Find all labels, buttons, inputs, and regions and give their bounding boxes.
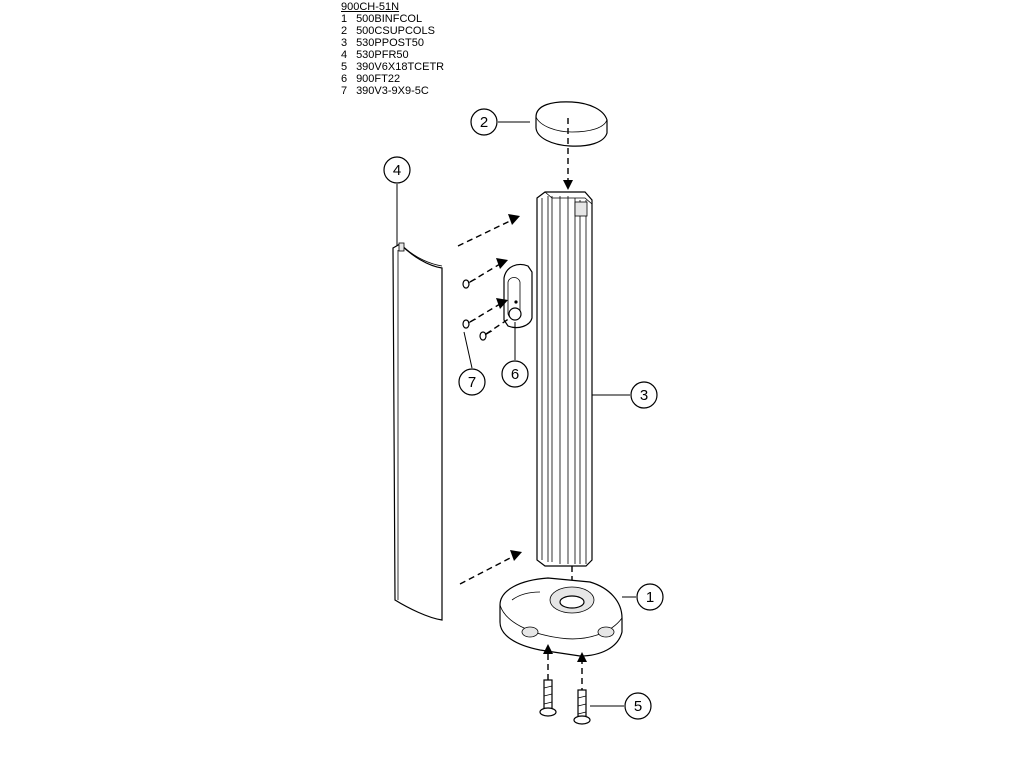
callout-5: 5	[590, 692, 652, 720]
arrow-head	[577, 652, 587, 662]
part-code: 500CSUPCOLS	[356, 25, 435, 37]
arrow-head	[508, 214, 520, 225]
callout-6-number: 6	[511, 366, 519, 383]
callout-6: 6	[501, 322, 529, 388]
parts-list-row: 4 530PFR50	[341, 49, 444, 61]
small-screw-upper	[462, 278, 477, 289]
callout-1: 1	[622, 583, 664, 611]
arrow-head	[543, 644, 553, 654]
parts-list-row: 2 500CSUPCOLS	[341, 25, 444, 37]
arrow-screw-to-clip-lower	[485, 317, 511, 335]
callout-3-number: 3	[640, 387, 648, 404]
part-number: 2	[341, 25, 348, 37]
small-screw-middle	[462, 318, 477, 329]
callout-1-number: 1	[646, 589, 654, 606]
part-code: 900FT22	[356, 73, 401, 85]
callout-7: 7	[458, 331, 486, 396]
arrow-head	[563, 180, 573, 190]
arrow-head	[496, 298, 508, 309]
callout-2: 2	[470, 108, 530, 136]
part-number: 5	[341, 61, 348, 73]
parts-list-row: 7 390V3-9X9-5C	[341, 85, 444, 97]
small-screw-lower	[479, 330, 493, 341]
top-cap-part	[535, 101, 608, 147]
front-cover-part	[392, 242, 443, 621]
callout-5-number: 5	[634, 698, 642, 715]
base-part	[499, 577, 623, 657]
part-number: 7	[341, 85, 348, 97]
arrow-screw-to-clip-upper	[469, 263, 501, 283]
parts-list-row: 6 900FT22	[341, 73, 444, 85]
parts-list-row: 5 390V6X18TCETR	[341, 61, 444, 73]
part-code: 530PFR50	[356, 49, 409, 61]
arrow-head	[510, 550, 522, 561]
fixing-clip-part	[503, 263, 533, 329]
callout-3: 3	[592, 381, 658, 409]
callout-7-number: 7	[468, 374, 476, 391]
long-screw-right	[573, 689, 591, 725]
part-number: 1	[341, 13, 348, 25]
parts-list-row: 3 530PPOST50	[341, 37, 444, 49]
arrow-head	[496, 258, 508, 269]
part-number: 3	[341, 37, 348, 49]
part-number: 6	[341, 73, 348, 85]
arrow-cover-top	[457, 219, 513, 247]
part-code: 390V3-9X9-5C	[356, 85, 429, 97]
part-code: 530PPOST50	[356, 37, 424, 49]
post-profile-part	[536, 191, 593, 567]
callout-4: 4	[383, 156, 411, 246]
part-code: 500BINFCOL	[356, 13, 423, 25]
long-screw-left	[539, 679, 557, 717]
part-code: 390V6X18TCETR	[356, 61, 445, 73]
part-number: 4	[341, 49, 348, 61]
arrow-screw-to-clip-middle	[469, 303, 501, 323]
callout-4-number: 4	[393, 162, 401, 179]
parts-list-title: 900CH-51N	[341, 1, 400, 13]
parts-list: 900CH-51N 1 500BINFCOL 2 500CSUPCOLS 3 5…	[341, 1, 444, 97]
parts-list-row: 1 500BINFCOL	[341, 13, 444, 25]
callout-2-number: 2	[480, 114, 488, 131]
arrow-cover-bottom	[459, 555, 515, 585]
